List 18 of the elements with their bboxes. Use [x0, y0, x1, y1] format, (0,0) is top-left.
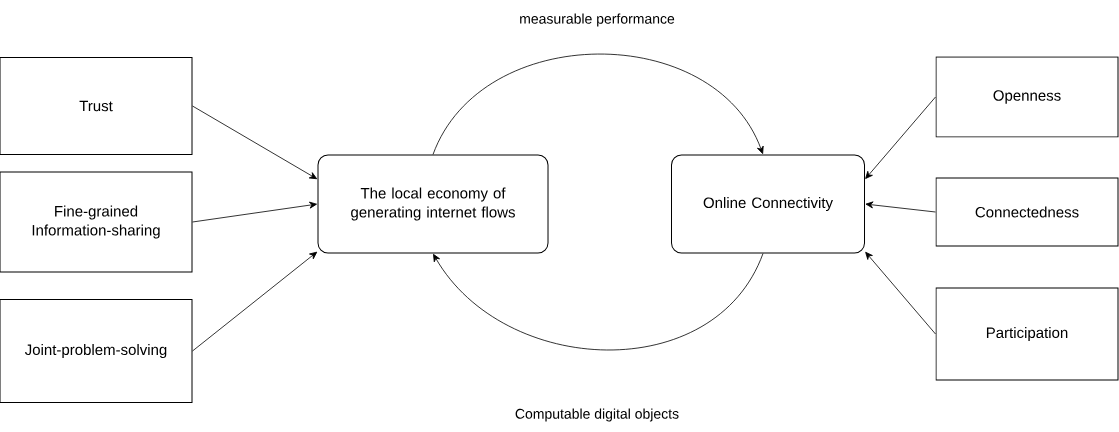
arrow — [433, 253, 764, 351]
factor-box: Openness — [935, 56, 1119, 138]
concept-box: Online Connectivity — [671, 154, 865, 254]
arrow — [192, 251, 318, 352]
edge-label: Computable digital objects — [512, 406, 682, 424]
arrow — [865, 96, 936, 179]
factor-box: Trust — [0, 57, 193, 155]
arrow — [865, 251, 936, 335]
arrow — [192, 105, 318, 180]
factor-box: Fine-grained Information-sharing — [0, 171, 193, 273]
arrow — [865, 201, 936, 213]
arrow — [192, 201, 317, 223]
edge-label: measurable performance — [517, 11, 677, 29]
arrow — [432, 53, 764, 155]
factor-box: Connectedness — [935, 177, 1119, 247]
factor-box: Participation — [935, 287, 1119, 381]
concept-box: The local economy of generating internet flows — [317, 154, 549, 254]
factor-box: Joint-problem-solving — [0, 299, 193, 403]
